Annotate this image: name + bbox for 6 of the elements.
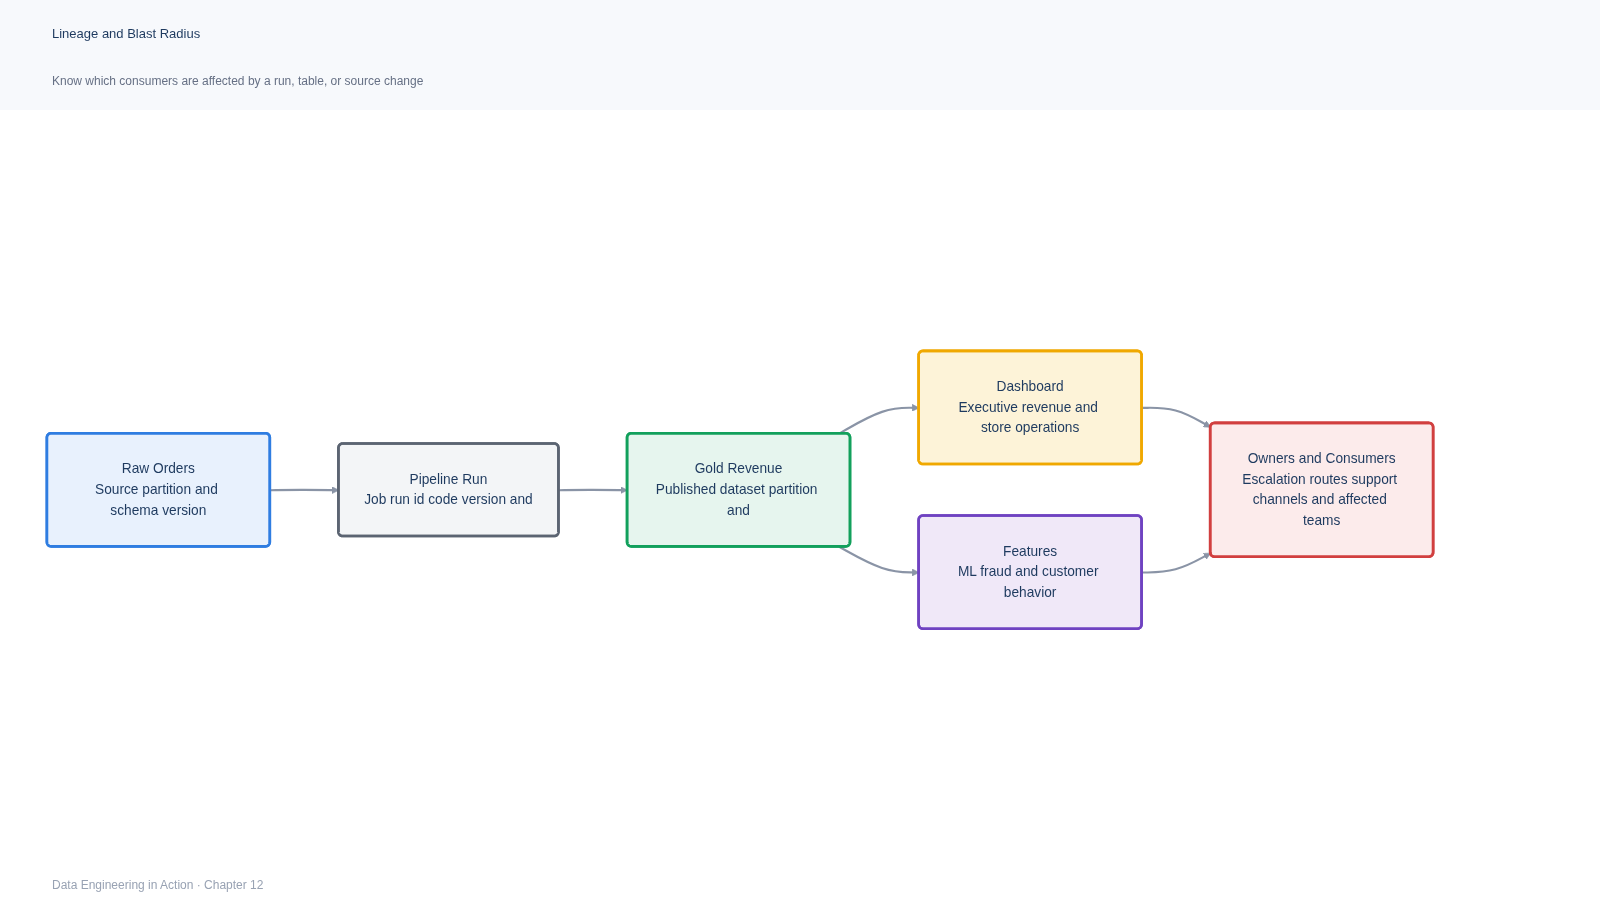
caption: Data Engineering in Action · Chapter 12	[52, 878, 264, 892]
subtitle: Know which consumers are affected by a run, table, or source change	[52, 74, 424, 88]
arrow	[1142, 553, 1211, 574]
diagram-title: Lineage and Blast Radius	[52, 26, 201, 41]
arrow	[558, 486, 628, 495]
arrow	[1142, 406, 1211, 428]
